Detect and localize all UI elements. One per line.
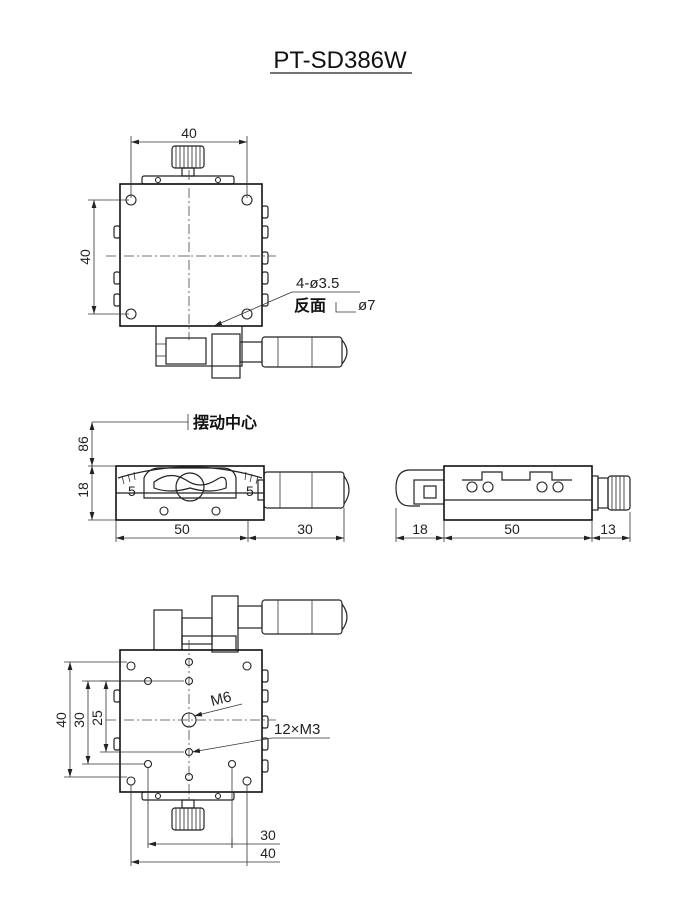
- micrometer-clamp: [211, 333, 241, 379]
- bottom-thread-holes: [126, 657, 252, 786]
- side-dim-13: 13: [600, 521, 616, 537]
- m3-callout: 12×M3: [274, 721, 320, 738]
- front-view: 摆动中心 5 5 86 18: [75, 413, 350, 542]
- front-micrometer: [263, 471, 345, 509]
- side-dim-18: 18: [412, 521, 428, 537]
- dim-86: 86: [75, 436, 91, 452]
- top-view: 40 40 4-ø3.5 反面 ø7: [77, 125, 376, 379]
- top-height-dim: 40: [77, 249, 93, 265]
- counterbore-label: 反面: [294, 296, 326, 315]
- top-side-bumps: [113, 205, 269, 307]
- micrometer-mount: [155, 325, 243, 367]
- top-width-dim: 40: [181, 125, 197, 141]
- bottom-micrometer-thimble: [261, 599, 343, 635]
- top-knob-shaft: [181, 167, 195, 177]
- swing-center-label: 摆动中心: [193, 413, 257, 432]
- model-title: PT-SD386W: [273, 47, 407, 74]
- bottom-dim-30-h: 30: [260, 827, 276, 843]
- scale-tick-left: 5: [128, 483, 136, 499]
- top-stage-body: [119, 183, 263, 327]
- bracket-hole-right: [214, 176, 222, 184]
- dim-30: 30: [297, 521, 313, 537]
- front-center-knob: [175, 472, 205, 502]
- side-stage-body: [443, 465, 593, 521]
- front-center-bracket: [143, 467, 237, 499]
- side-micrometer-curl: [395, 469, 444, 507]
- micrometer-thimble: [261, 336, 343, 368]
- m6-callout: M6: [209, 688, 233, 710]
- dim-50: 50: [174, 521, 190, 537]
- hole-leader: [213, 291, 293, 327]
- bottom-dim-30: 30: [71, 712, 87, 728]
- bottom-micrometer-clamp: [211, 595, 239, 653]
- bottom-dim-25: 25: [89, 710, 105, 726]
- goniometer-scale-ticks: [121, 471, 259, 485]
- title-block: PT-SD386W: [270, 47, 412, 74]
- dim-18: 18: [75, 482, 91, 498]
- goniometer-scale-arc: [117, 466, 263, 479]
- front-screw-right: [211, 506, 221, 516]
- micrometer-cap: [341, 339, 348, 365]
- bottom-dim-40: 40: [53, 712, 69, 728]
- micrometer-sleeve: [239, 341, 263, 363]
- bottom-side-bumps: [113, 669, 269, 773]
- scale-tick-right: 5: [246, 483, 254, 499]
- side-rail-profile: [462, 471, 572, 481]
- front-slot: [153, 474, 227, 492]
- counterbore-dim: ø7: [358, 297, 376, 314]
- top-knob-knurl: [175, 146, 201, 168]
- bottom-dim-40-h: 40: [260, 845, 276, 861]
- counterbore-symbol: [335, 302, 356, 313]
- side-view: 18 50 13: [395, 465, 631, 542]
- side-dim-50: 50: [504, 521, 520, 537]
- front-screw-left: [159, 506, 169, 516]
- side-micrometer-block: [413, 479, 445, 505]
- bottom-micrometer-mount: [153, 609, 183, 651]
- bracket-hole-left: [154, 176, 162, 184]
- hole-callout: 4-ø3.5: [296, 275, 339, 292]
- side-knob: [607, 475, 631, 511]
- bottom-view: M6 12×M3 40 30 25 30 40: [53, 595, 348, 866]
- micrometer-block: [165, 337, 207, 365]
